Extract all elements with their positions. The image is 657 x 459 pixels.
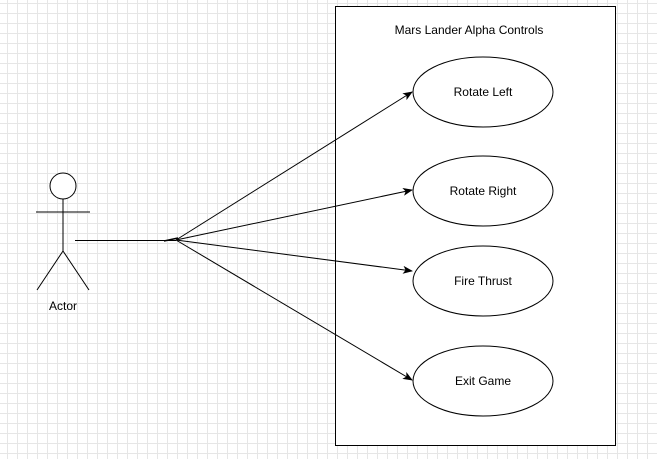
use-case-label: Fire Thrust <box>454 274 512 288</box>
actor-head <box>49 172 77 200</box>
actor-connector[interactable] <box>75 237 179 242</box>
use-case-ellipse <box>412 155 554 227</box>
use-case-ellipse <box>412 345 554 417</box>
use-case-fire-thrust[interactable]: Fire Thrust <box>412 245 554 317</box>
actor-label: Actor <box>49 299 77 313</box>
use-case-label: Rotate Right <box>450 184 517 198</box>
association-rotate-left[interactable] <box>175 91 413 241</box>
connector-junction <box>163 237 179 242</box>
use-case-rotate-right[interactable]: Rotate Right <box>412 155 554 227</box>
system-title: Mars Lander Alpha Controls <box>395 23 544 37</box>
use-case-exit-game[interactable]: Exit Game <box>412 345 554 417</box>
association-rotate-right[interactable] <box>175 187 413 241</box>
association-exit-game[interactable] <box>175 239 413 381</box>
associations <box>175 91 413 381</box>
actor-left-leg <box>36 250 64 291</box>
use-case-label: Exit Game <box>455 374 511 388</box>
actor-right-leg <box>62 250 90 291</box>
association-fire-thrust[interactable] <box>175 239 413 274</box>
use-case-rotate-left[interactable]: Rotate Left <box>412 56 554 128</box>
actor[interactable]: Actor <box>36 172 90 313</box>
use-case-ellipse <box>412 56 554 128</box>
use-case-ellipse <box>412 245 554 317</box>
use-case-label: Rotate Left <box>454 85 513 99</box>
